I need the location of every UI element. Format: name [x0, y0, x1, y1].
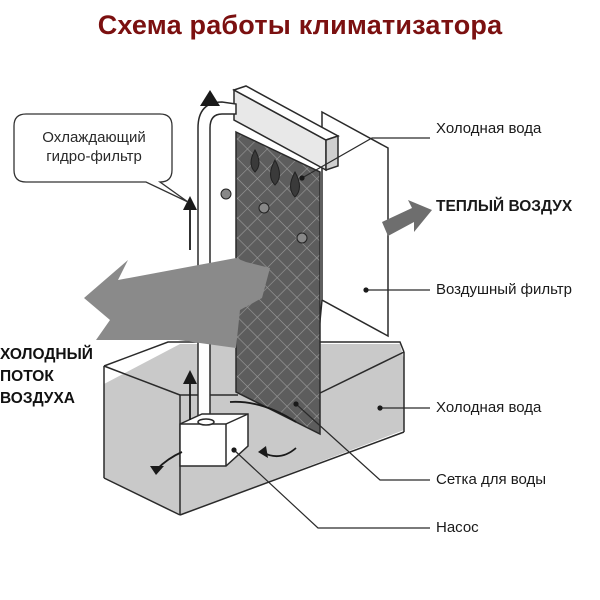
leader-lines — [233, 137, 430, 529]
label-cold-water-bottom: Холодная вода — [436, 399, 542, 416]
cold-flow-line-1: ХОЛОДНЫЙ — [0, 346, 93, 363]
cold-flow-line-2: ПОТОК — [0, 368, 54, 385]
label-cold-water-top: Холодная вода — [436, 120, 542, 137]
callout-line-2: гидро-фильтр — [46, 148, 142, 165]
diagram-title: Схема работы климатизатора — [97, 10, 503, 40]
callout-bubble — [13, 113, 189, 203]
callout-text: Охлаждающий гидро-фильтр — [22, 128, 166, 166]
label-water-mesh: Сетка для воды — [436, 471, 547, 488]
top-water-box — [232, 85, 340, 172]
cold-air-arrow — [84, 258, 270, 348]
label-warm-air: ТЕПЛЫЙ ВОЗДУХ — [436, 198, 573, 215]
callout-line-1: Охлаждающий — [42, 129, 146, 146]
label-air-filter: Воздушный фильтр — [436, 281, 572, 298]
cold-flow-line-3: ВОЗДУХА — [0, 390, 75, 407]
leader-dots — [231, 175, 383, 453]
pump-box — [179, 413, 249, 467]
label-cold-air-flow: ХОЛОДНЫЙ ПОТОК ВОЗДУХА — [0, 344, 93, 410]
flow-arrows — [150, 90, 297, 475]
warm-air-arrow — [382, 200, 432, 236]
label-pump: Насос — [436, 519, 479, 536]
water-mesh-panel — [220, 130, 321, 436]
